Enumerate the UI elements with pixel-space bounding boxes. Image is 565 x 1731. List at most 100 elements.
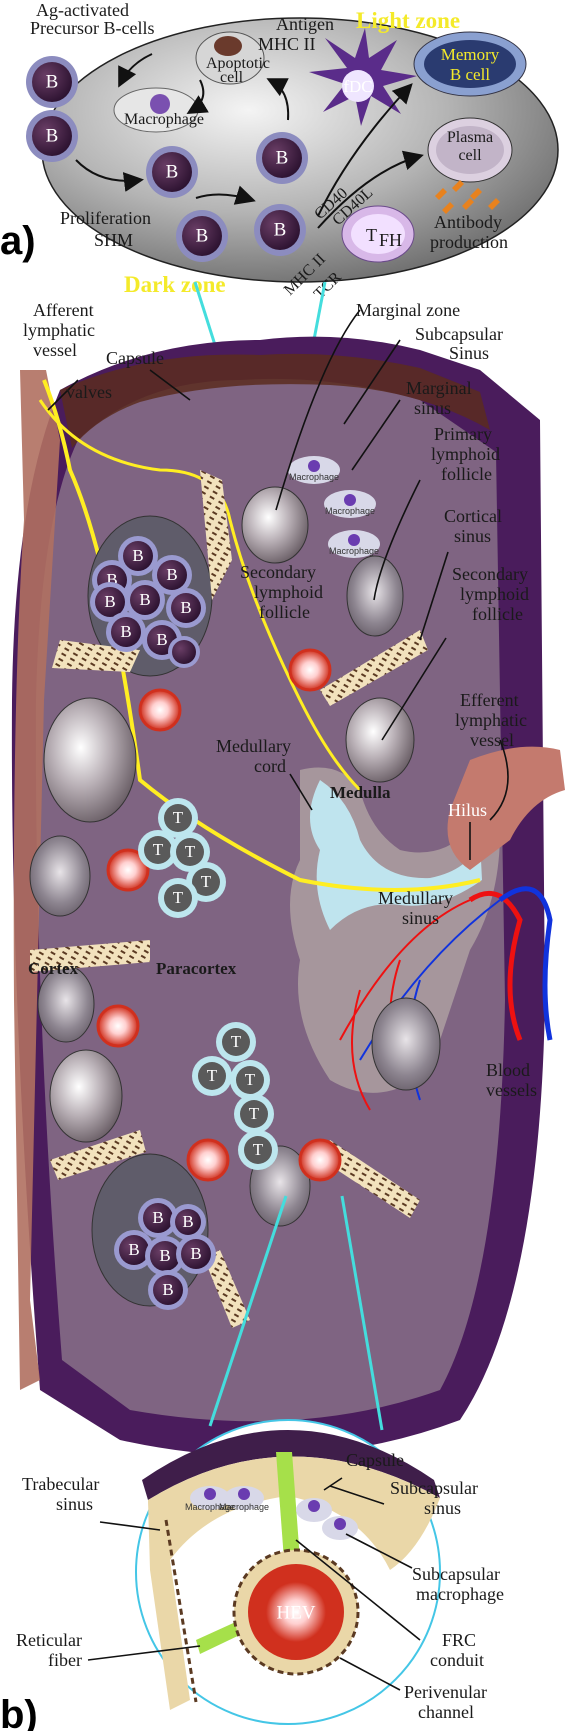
hev [288, 648, 332, 692]
hilus-label: Hilus [448, 800, 487, 820]
hev-large: HEV [232, 1548, 360, 1676]
plasma-cell-label: cell [458, 147, 482, 164]
production-label: production [430, 232, 508, 252]
t-cell-label: T [173, 888, 184, 907]
b-cell-label: B [162, 1280, 173, 1299]
medulla-label: Medulla [330, 783, 391, 802]
valves-label: valves [66, 382, 112, 402]
inset-line-bottom-right [340, 1195, 384, 1431]
tfh-cell: T FH [341, 205, 415, 263]
marginal-zone-label: Marginal zone [356, 300, 460, 320]
b-cell-label: B [182, 1212, 193, 1231]
efferent-lymphatic-label: lymphatic [455, 710, 527, 730]
fdc-label: fDC [343, 77, 372, 96]
marginal-sinus-label: sinus [414, 398, 451, 418]
cortical-label: Cortical [444, 506, 502, 526]
b-cell-label: B [152, 1208, 163, 1227]
germinal-center-inset: B B B B B B Apoptotic cell Macrophage fD… [0, 0, 559, 303]
hev [298, 1138, 342, 1182]
b-cell-label: B [166, 565, 177, 584]
macrophage-group: Macrophage Macrophage Macrophage [288, 456, 380, 558]
medullary-sinus-label-2: sinus [402, 908, 439, 928]
t-cell-label: T [253, 1140, 264, 1159]
hev [186, 1138, 230, 1182]
medullary-cord-label-2: cord [254, 756, 286, 776]
vessels-label: vessels [486, 1080, 537, 1100]
macrophage-label: Macrophage [325, 506, 375, 516]
arrow [186, 79, 209, 115]
arrow [195, 185, 256, 205]
hev [138, 688, 182, 732]
follicle-mid-label: follicle [259, 602, 310, 622]
paracortex-label: Paracortex [156, 959, 237, 978]
b-cell-label: B [190, 1244, 201, 1263]
sinus-label: Sinus [449, 343, 489, 363]
b-cell-label: B [139, 590, 150, 609]
trabecular-label: Trabecular [22, 1474, 99, 1494]
b-cell: B [26, 56, 78, 108]
t-cell-label: T [185, 842, 196, 861]
secondary-right-label: Secondary [452, 564, 528, 584]
fiber-label: fiber [48, 1650, 82, 1670]
antigen-label: Antigen [276, 14, 334, 34]
b-cell-label: B [196, 225, 209, 246]
b-cell: B [26, 110, 78, 162]
precursor-b-cells-label: Precursor B-cells [30, 18, 154, 38]
afferent-label: Afferent [33, 300, 94, 320]
macrophage: Macrophage [113, 87, 204, 133]
primary-label: Primary [434, 424, 492, 444]
t-cell-label: T [207, 1066, 218, 1085]
arrow [75, 159, 144, 192]
arrow [317, 83, 413, 217]
b-cell: B [254, 204, 306, 256]
channel-label: channel [418, 1702, 474, 1722]
t-cell-label: T [249, 1104, 260, 1123]
subcapsular-b-label: Subcapsular [390, 1478, 478, 1498]
b-cell-label: B [104, 592, 115, 611]
antibody-label: Antibody [434, 212, 502, 232]
macrophage-label: Macrophage [185, 1502, 235, 1512]
lymphoid-right-label: lymphoid [460, 584, 529, 604]
b-cell-label: B [46, 125, 59, 146]
b-cell: B [176, 210, 228, 262]
medullary-sinus-label-1: Medullary [378, 888, 453, 908]
subcapsular-label: Subcapsular [415, 324, 503, 344]
follicular-dendritic-cell: fDC [309, 28, 417, 126]
capsule-b-label: Capsule [346, 1450, 404, 1470]
arrow [266, 78, 290, 121]
panel-a-label: a) [0, 219, 36, 263]
antibodies [435, 180, 500, 214]
macrophage-label: Macrophage [219, 1502, 269, 1512]
t-cell-label: T [153, 840, 164, 859]
ag-activated-label: Ag-activated [36, 0, 129, 20]
lymph-node: B B B B B B B B B B B B B B T T T T T T [11, 300, 565, 1457]
afferent-vessel-label: vessel [33, 340, 77, 360]
cortex-label: Cortex [28, 959, 79, 978]
afferent-lymphatic-label: lymphatic [23, 320, 95, 340]
perivenular-label: Perivenular [404, 1682, 487, 1702]
b-cell-label: B [46, 71, 59, 92]
b-cell-label: B [156, 630, 167, 649]
b-cell-cluster-top: B B B B B B B B [90, 536, 206, 668]
memory-b-cell: Memory B cell [413, 31, 527, 97]
hev [106, 848, 150, 892]
subcapsular-sinus-b-label: sinus [424, 1498, 461, 1518]
apoptotic-cell: Apoptotic cell [195, 31, 270, 86]
shm-label: SHM [94, 230, 133, 250]
apoptotic-label: Apoptotic [206, 55, 270, 72]
macrophage-label: Macrophage [329, 546, 379, 556]
plasma-cell: Plasma cell [427, 117, 513, 183]
memory-label: Memory [441, 45, 500, 64]
primary-follicle-label: follicle [441, 464, 492, 484]
dark-zone-label: Dark zone [124, 272, 226, 297]
tfh-sub-label: FH [379, 230, 402, 250]
b-cell-label: B [159, 1246, 170, 1265]
t-cell-label: T [173, 808, 184, 827]
panel-b-label: b) [0, 1693, 38, 1731]
b-cell-label: B [128, 1240, 139, 1259]
hev [96, 1004, 140, 1048]
macrophage-label: Macrophage [289, 472, 339, 482]
capsule-label: Capsule [106, 348, 164, 368]
plasma-label: Plasma [447, 129, 493, 146]
efferent-label: Efferent [460, 690, 519, 710]
